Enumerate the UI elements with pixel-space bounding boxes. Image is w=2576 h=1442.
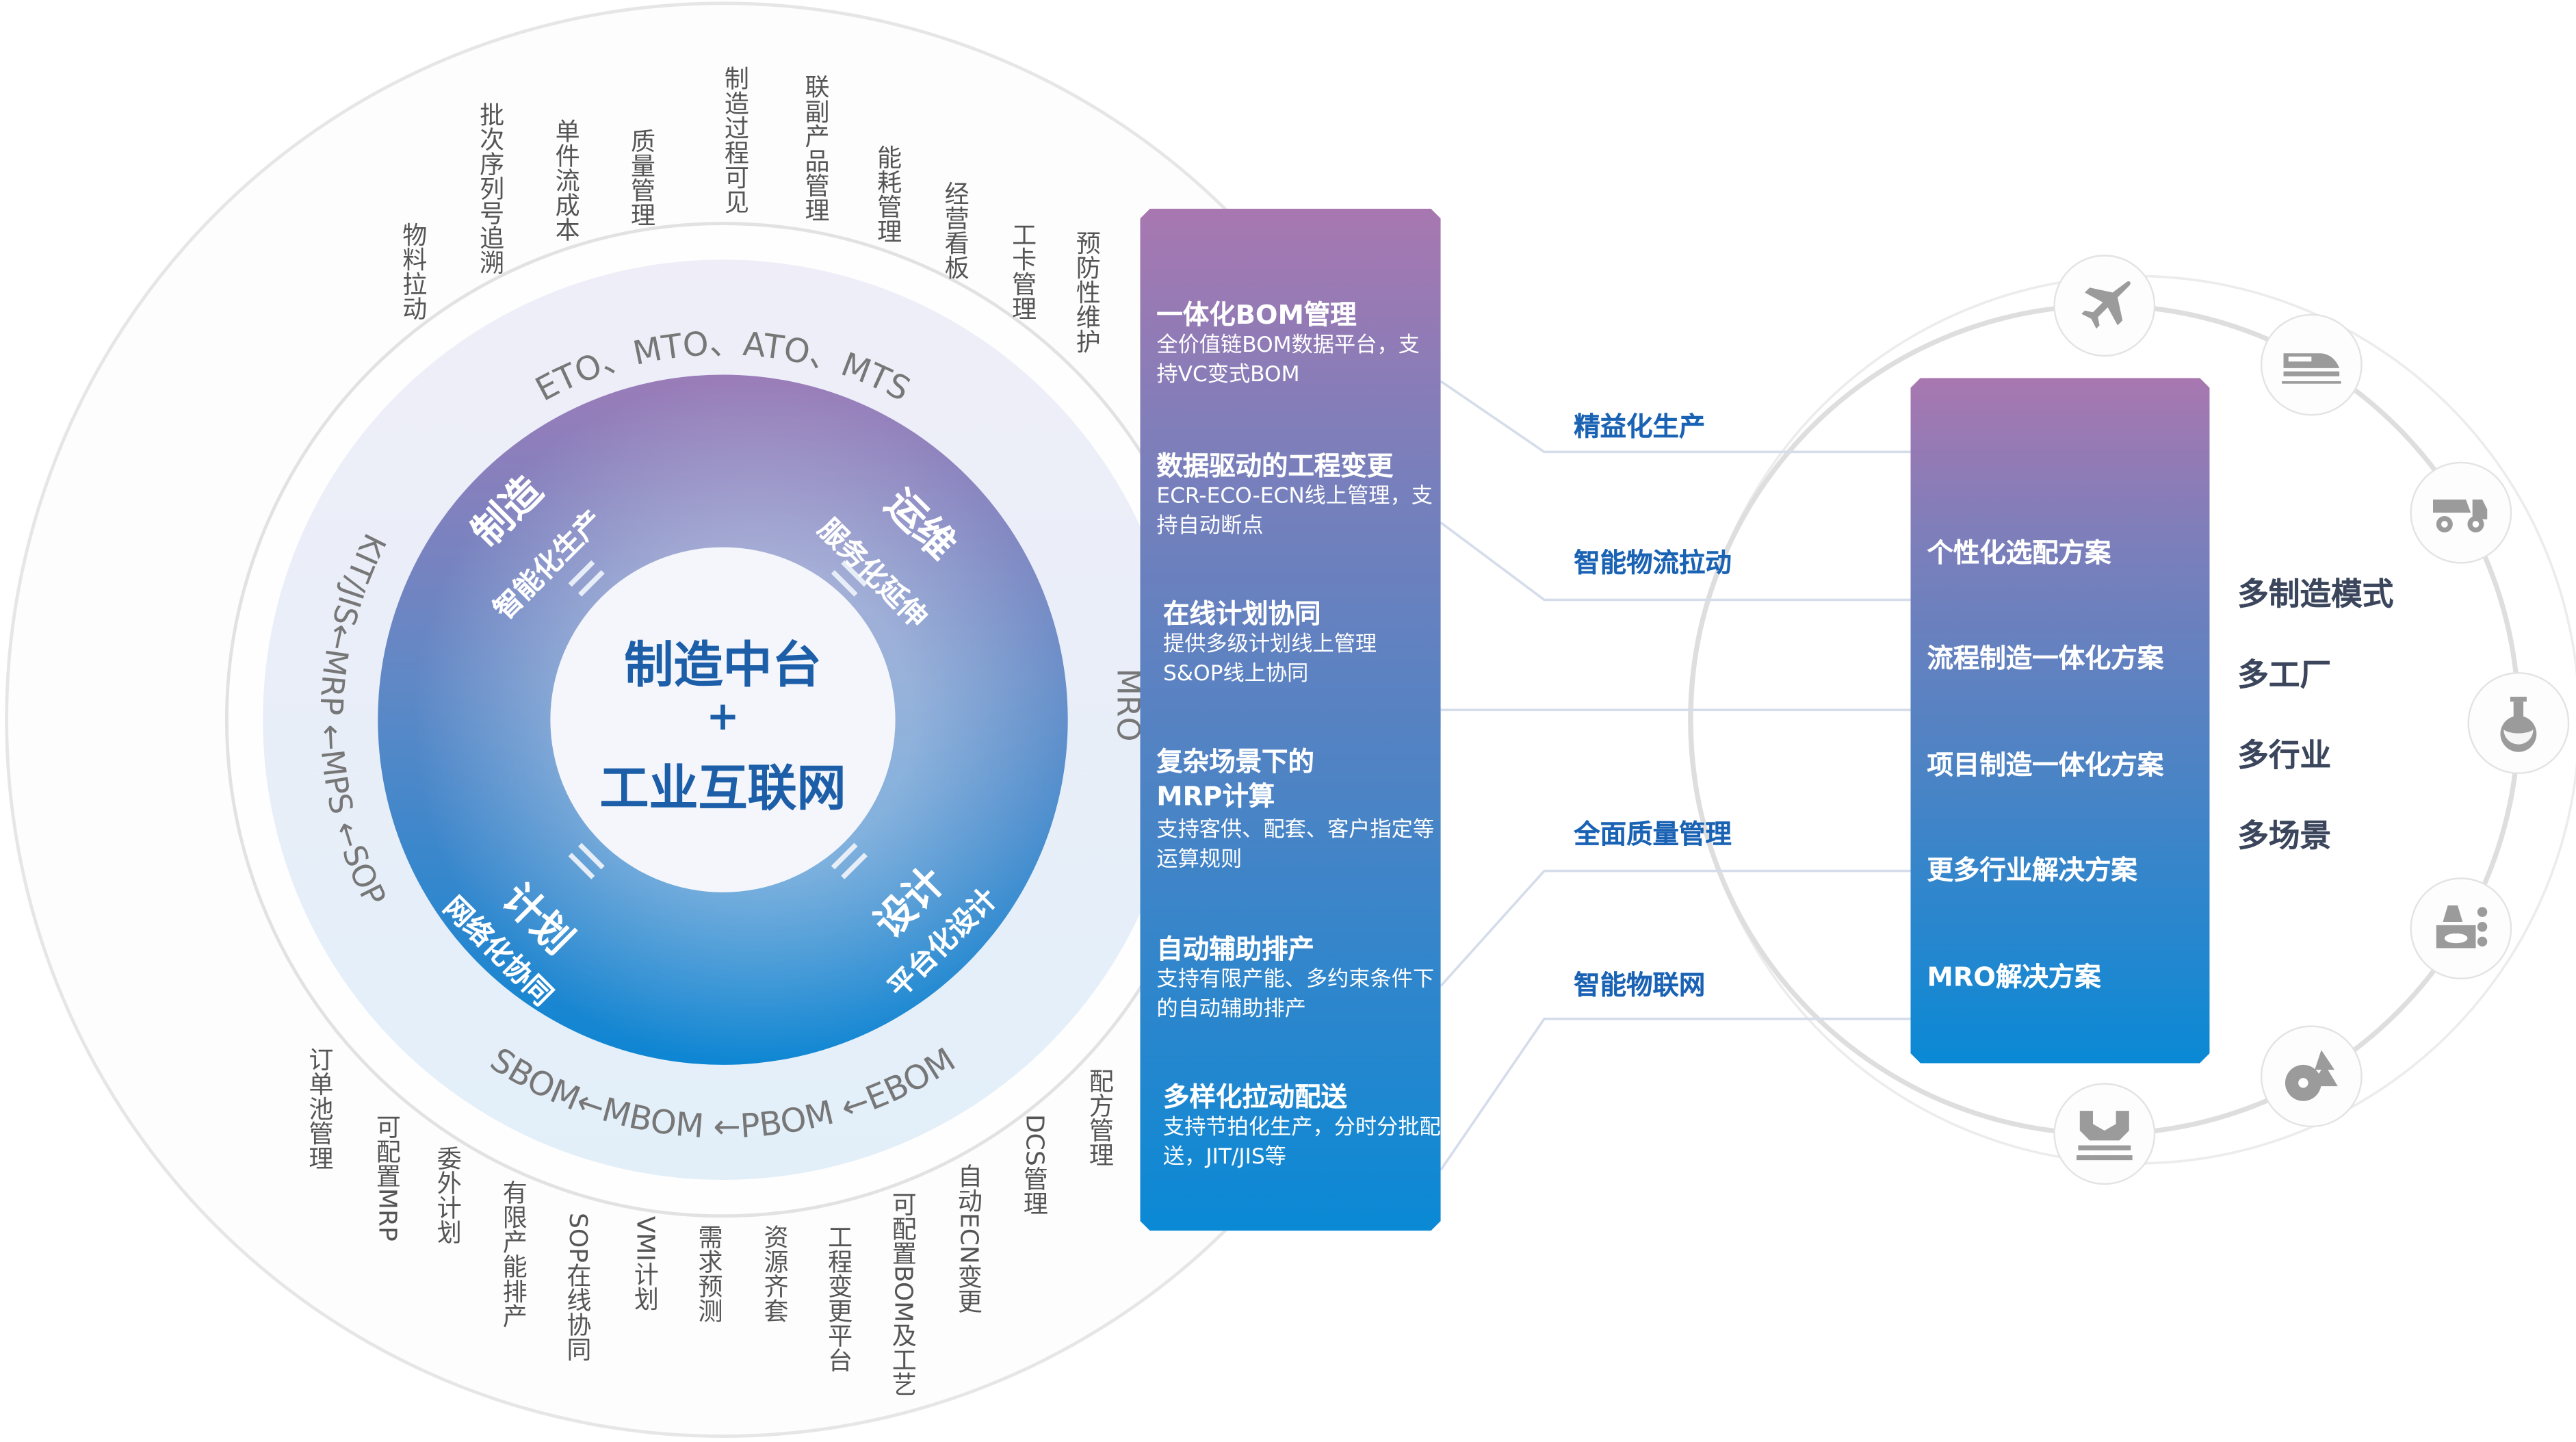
capability-label: 订单池管理 — [305, 1046, 335, 1170]
solutions-panel: 个性化选配方案 流程制造一体化方案 项目制造一体化方案 更多行业解决方案 MRO… — [1910, 378, 2209, 1063]
capability-label: 能耗管理 — [874, 144, 904, 244]
arc-label-right: MRO — [1109, 668, 1146, 742]
connector-label: 全面质量管理 — [1574, 818, 1732, 850]
capability-label: 工卡管理 — [1009, 222, 1039, 321]
capability-label: 有限产能排产 — [499, 1179, 530, 1328]
capability-label: 可配置BOM及工艺 — [888, 1191, 919, 1397]
capability-label: 联副产品管理 — [801, 74, 831, 222]
solution-item: 更多行业解决方案 — [1927, 854, 2137, 886]
capability-label: 工程变更平台 — [824, 1224, 855, 1372]
feature-desc: 提供多级计划线上管理S&OP线上协同 — [1162, 632, 1377, 687]
feature-title: 在线计划协同 — [1162, 598, 1321, 630]
capability-label: 批次序列号追溯 — [476, 101, 506, 274]
center-plus: + — [706, 693, 740, 740]
flask-icon — [2467, 672, 2570, 774]
scope-label: 多场景 — [2237, 818, 2332, 855]
capability-label: VMI计划 — [631, 1215, 661, 1311]
capability-label: 可配置MRP — [373, 1113, 403, 1241]
connector-lines — [1440, 380, 1911, 1171]
capability-label: 需求预测 — [694, 1224, 725, 1323]
feature-title: 一体化BOM管理 — [1156, 299, 1357, 331]
machinery-icon — [2053, 1083, 2156, 1185]
solution-item: 项目制造一体化方案 — [1927, 749, 2164, 781]
sawmill-icon — [2260, 1025, 2363, 1128]
capability-label: 质量管理 — [627, 128, 658, 227]
capability-label: 物料拉动 — [399, 222, 429, 321]
mining-truck-icon — [2410, 461, 2512, 564]
solution-item: 个性化选配方案 — [1927, 537, 2111, 569]
connector-label: 智能物联网 — [1574, 969, 1706, 1001]
capability-label: 单件流成本 — [551, 118, 582, 242]
connector-label: 精益化生产 — [1574, 411, 1706, 442]
capability-label: 预防性维护 — [1072, 230, 1103, 354]
feature-title: 数据驱动的工程变更 — [1156, 450, 1394, 482]
feature-item: 一体化BOM管理全价值链BOM数据平台，支持VC变式BOM — [1156, 298, 1439, 391]
scope-label: 多行业 — [2237, 738, 2332, 774]
scope-label: 多工厂 — [2237, 657, 2332, 694]
capability-label: SOP在线协同 — [563, 1213, 593, 1362]
feature-desc: ECR-ECO-ECN线上管理，支持自动断点 — [1156, 485, 1433, 539]
airplane-icon — [2053, 255, 2156, 357]
feature-item: 支持客供、配套、客户指定等运算规则 — [1156, 816, 1439, 875]
solution-item: MRO解决方案 — [1927, 961, 2101, 993]
feature-title: 自动辅助排产 — [1156, 933, 1314, 965]
solution-item: 流程制造一体化方案 — [1927, 642, 2164, 674]
capability-label: 制造过程可见 — [721, 66, 751, 214]
feature-desc: 全价值链BOM数据平台，支持VC变式BOM — [1156, 333, 1420, 388]
capability-label: 资源齐套 — [760, 1224, 790, 1323]
capability-label: 经营看板 — [941, 181, 972, 280]
feature-item: 复杂场景下的MRP计算 — [1156, 745, 1353, 814]
scope-label: 多制造模式 — [2237, 576, 2394, 613]
feature-item: 在线计划协同提供多级计划线上管理S&OP线上协同 — [1163, 597, 1426, 691]
center-title: 制造中台 — [624, 637, 822, 695]
feature-desc: 支持节拍化生产，分时分批配送，JIT/JIS等 — [1162, 1116, 1441, 1170]
feature-desc: 支持客供、配套、客户指定等运算规则 — [1156, 818, 1435, 873]
train-icon — [2260, 313, 2363, 416]
core-center — [550, 547, 896, 892]
capability-label: DCS管理 — [1020, 1113, 1050, 1215]
feature-title: 复杂场景下的MRP计算 — [1156, 746, 1314, 812]
feature-desc: 支持有限产能、多约束条件下的自动辅助排产 — [1156, 968, 1435, 1022]
feature-item: 自动辅助排产支持有限产能、多约束条件下的自动辅助排产 — [1156, 931, 1439, 1025]
center-subtitle: 工业互联网 — [599, 760, 846, 819]
capability-label: 配方管理 — [1086, 1068, 1116, 1167]
capability-label: 委外计划 — [433, 1145, 464, 1244]
feature-item: 多样化拉动配送支持节拍化生产，分时分批配送，JIT/JIS等 — [1163, 1080, 1446, 1174]
chemical-icon — [2410, 877, 2512, 980]
quadrant-dividers — [568, 560, 868, 879]
connector-label: 智能物流拉动 — [1574, 547, 1732, 579]
capability-label: 自动ECN变更 — [954, 1163, 985, 1313]
feature-title: 多样化拉动配送 — [1162, 1081, 1347, 1113]
